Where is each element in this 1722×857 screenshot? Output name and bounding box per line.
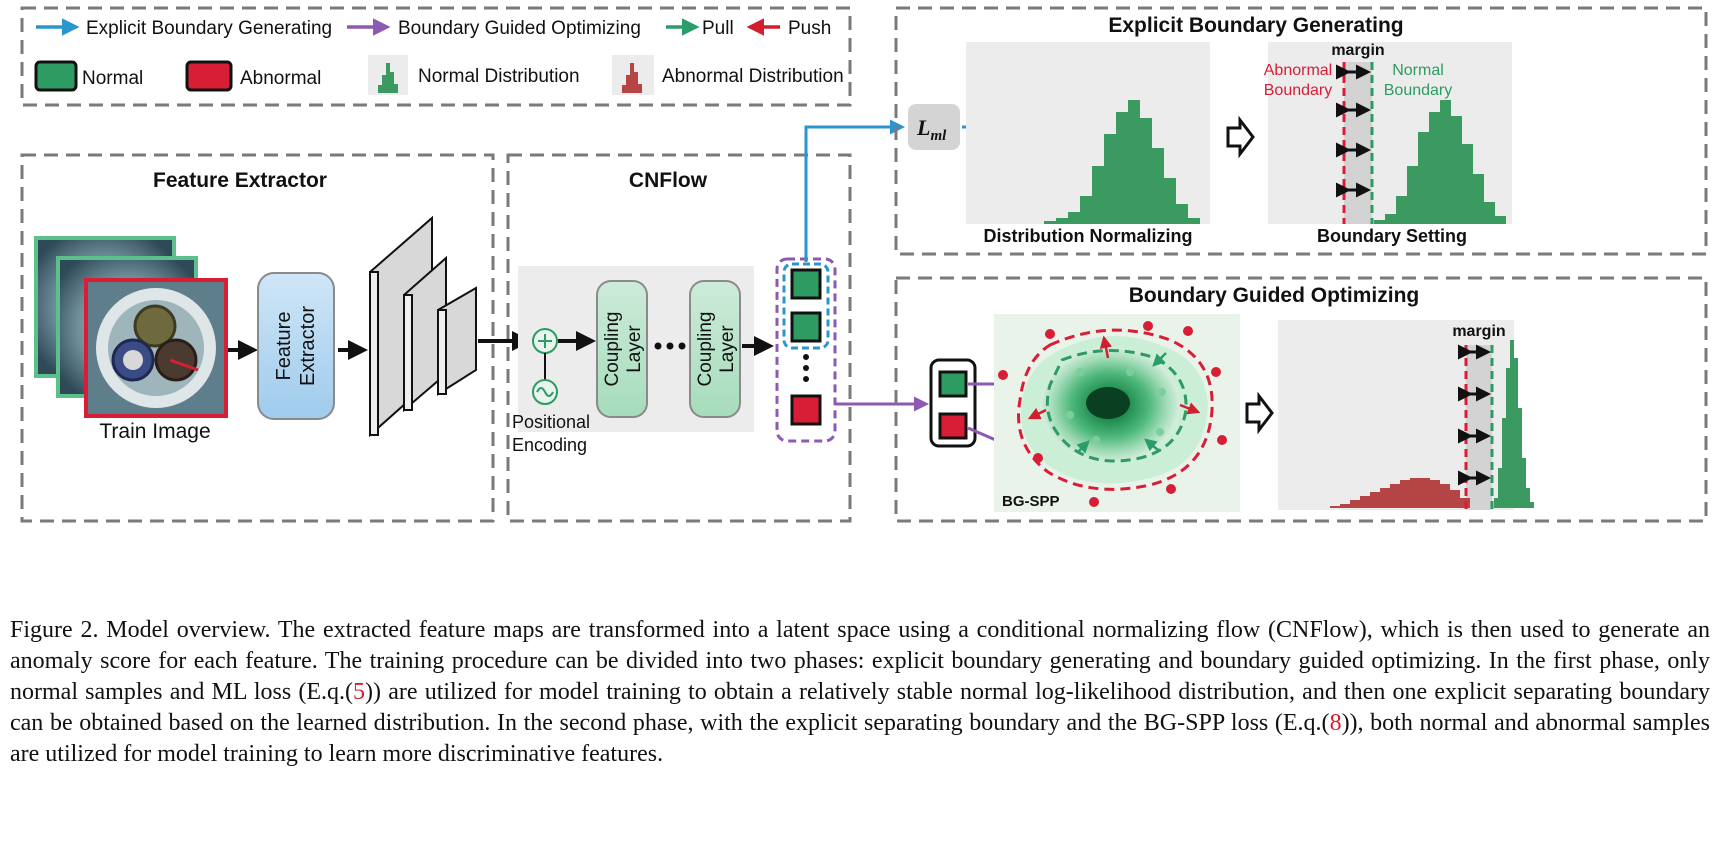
legend: Explicit Boundary Generating Boundary Gu… <box>20 6 852 107</box>
coupling-layer-2 <box>689 280 741 418</box>
bgo-margin-arrows <box>1458 344 1491 486</box>
legend-label-abnormal-dist: Abnormal Distribution <box>662 66 844 87</box>
latent-normal-1 <box>790 268 822 300</box>
coupling-1-label-a: Coupling <box>602 312 623 387</box>
margin-band <box>1344 62 1372 224</box>
normal-box-icon <box>34 60 78 92</box>
coupling-2-label-a: Coupling <box>695 312 716 387</box>
cnflow-title: CNFlow <box>629 169 708 192</box>
normal-distribution-icon <box>372 63 404 93</box>
cable-wire-brown <box>154 338 198 382</box>
defect-mark <box>169 358 199 372</box>
sample-abnormal <box>938 412 968 440</box>
pos-encoding-label-1: Positional <box>512 412 590 432</box>
figure-caption: Figure 2. Model overview. The extracted … <box>10 615 1710 770</box>
margin-arrows <box>1336 64 1371 198</box>
normal-boundary-label-1: Normal <box>1392 62 1444 79</box>
ellipsis-dots <box>654 342 686 350</box>
pull-arrows <box>1076 352 1167 454</box>
feature-extractor-block <box>257 272 335 420</box>
dist-normalizing-label: Distribution Normalizing <box>984 226 1193 246</box>
bgspp-label: BG-SPP <box>1002 493 1060 510</box>
bgo-next-arrow-icon <box>1245 391 1274 435</box>
legend-label-push: Push <box>788 18 831 39</box>
equation-ref-5[interactable]: 5 <box>353 679 366 705</box>
abnormal-histogram <box>1330 478 1470 508</box>
bgo-margin-band <box>1466 345 1492 510</box>
legend-label-pull: Pull <box>702 18 734 39</box>
dist-normalizing-histogram <box>1044 100 1200 224</box>
abnormal-box-icon <box>185 60 233 92</box>
push-arrows <box>1027 335 1201 420</box>
abnormal-points <box>998 321 1227 507</box>
legend-label-abnormal: Abnormal <box>240 68 321 89</box>
feature-extractor-panel: Feature Extractor Train Image Feature Ex… <box>20 153 532 523</box>
cnflow-frame <box>506 153 852 523</box>
cable-wire-yellow <box>133 304 177 348</box>
coupling-layer-1 <box>596 280 648 418</box>
abnormal-boundary-label-1: Abnormal <box>1264 62 1332 79</box>
next-step-arrow-icon <box>1226 115 1255 159</box>
boundary-setting-label: Boundary Setting <box>1317 226 1467 246</box>
normal-boundary-contour <box>1045 349 1188 463</box>
normal-features-group <box>782 262 830 350</box>
bgo-panel: Boundary Guided Optimizing <box>894 276 1708 523</box>
fe-title: Feature Extractor <box>153 169 327 192</box>
ebg-title: Explicit Boundary Generating <box>1108 14 1403 37</box>
normal-points <box>1066 368 1166 444</box>
ebg-panel: Explicit Boundary Generating Lml Distrib… <box>894 6 1708 256</box>
boundary-setting-histogram <box>1374 100 1506 224</box>
cnflow-panel: CNFlow Positional Encoding Coupling Laye… <box>506 153 852 523</box>
legend-label-normal: Normal <box>82 68 143 89</box>
bgo-frame <box>894 276 1708 523</box>
latent-abnormal <box>790 394 822 426</box>
equation-ref-8[interactable]: 8 <box>1329 710 1342 736</box>
fe-block-label-1: Feature <box>273 312 295 381</box>
latent-normal-2 <box>790 311 822 343</box>
ebg-margin-label: margin <box>1331 42 1384 59</box>
train-image-label: Train Image <box>99 420 210 443</box>
bgo-title: Boundary Guided Optimizing <box>1129 284 1420 307</box>
coupling-2-label-b: Layer <box>717 325 738 373</box>
cluster-core <box>1086 387 1130 419</box>
ebg-frame <box>894 6 1708 256</box>
pos-encoding-label-2: Encoding <box>512 435 587 455</box>
bgo-margin-label: margin <box>1452 323 1505 340</box>
legend-label-normal-dist: Normal Distribution <box>418 66 580 87</box>
coupling-1-label-b: Layer <box>624 325 645 373</box>
normal-histogram <box>1494 340 1534 508</box>
fe-block-label-2: Extractor <box>297 306 319 386</box>
copper-strands <box>123 350 143 370</box>
feature-maps <box>369 215 477 438</box>
caption-text-1: Figure 2. Model overview. The extracted … <box>10 617 1710 705</box>
abnormal-boundary-contour <box>1017 328 1214 491</box>
caption-text-2: )) are utilized for model training to ob… <box>10 679 1711 736</box>
ml-loss-box <box>908 104 960 150</box>
caption-text-3: )), both normal and abnormal samples are… <box>10 710 1710 767</box>
abnormal-boundary-label-2: Boundary <box>1264 82 1333 99</box>
abnormal-distribution-icon <box>616 63 650 93</box>
legend-label-ebg: Explicit Boundary Generating <box>86 18 332 39</box>
normal-boundary-label-2: Boundary <box>1384 82 1453 99</box>
model-overview-figure: Explicit Boundary Generating Boundary Gu… <box>20 6 1708 523</box>
sample-normal <box>938 370 968 398</box>
ml-loss-symbol: Lml <box>916 115 947 144</box>
legend-label-bgo: Boundary Guided Optimizing <box>398 18 641 39</box>
to-ml-loss-arrow <box>804 119 905 262</box>
